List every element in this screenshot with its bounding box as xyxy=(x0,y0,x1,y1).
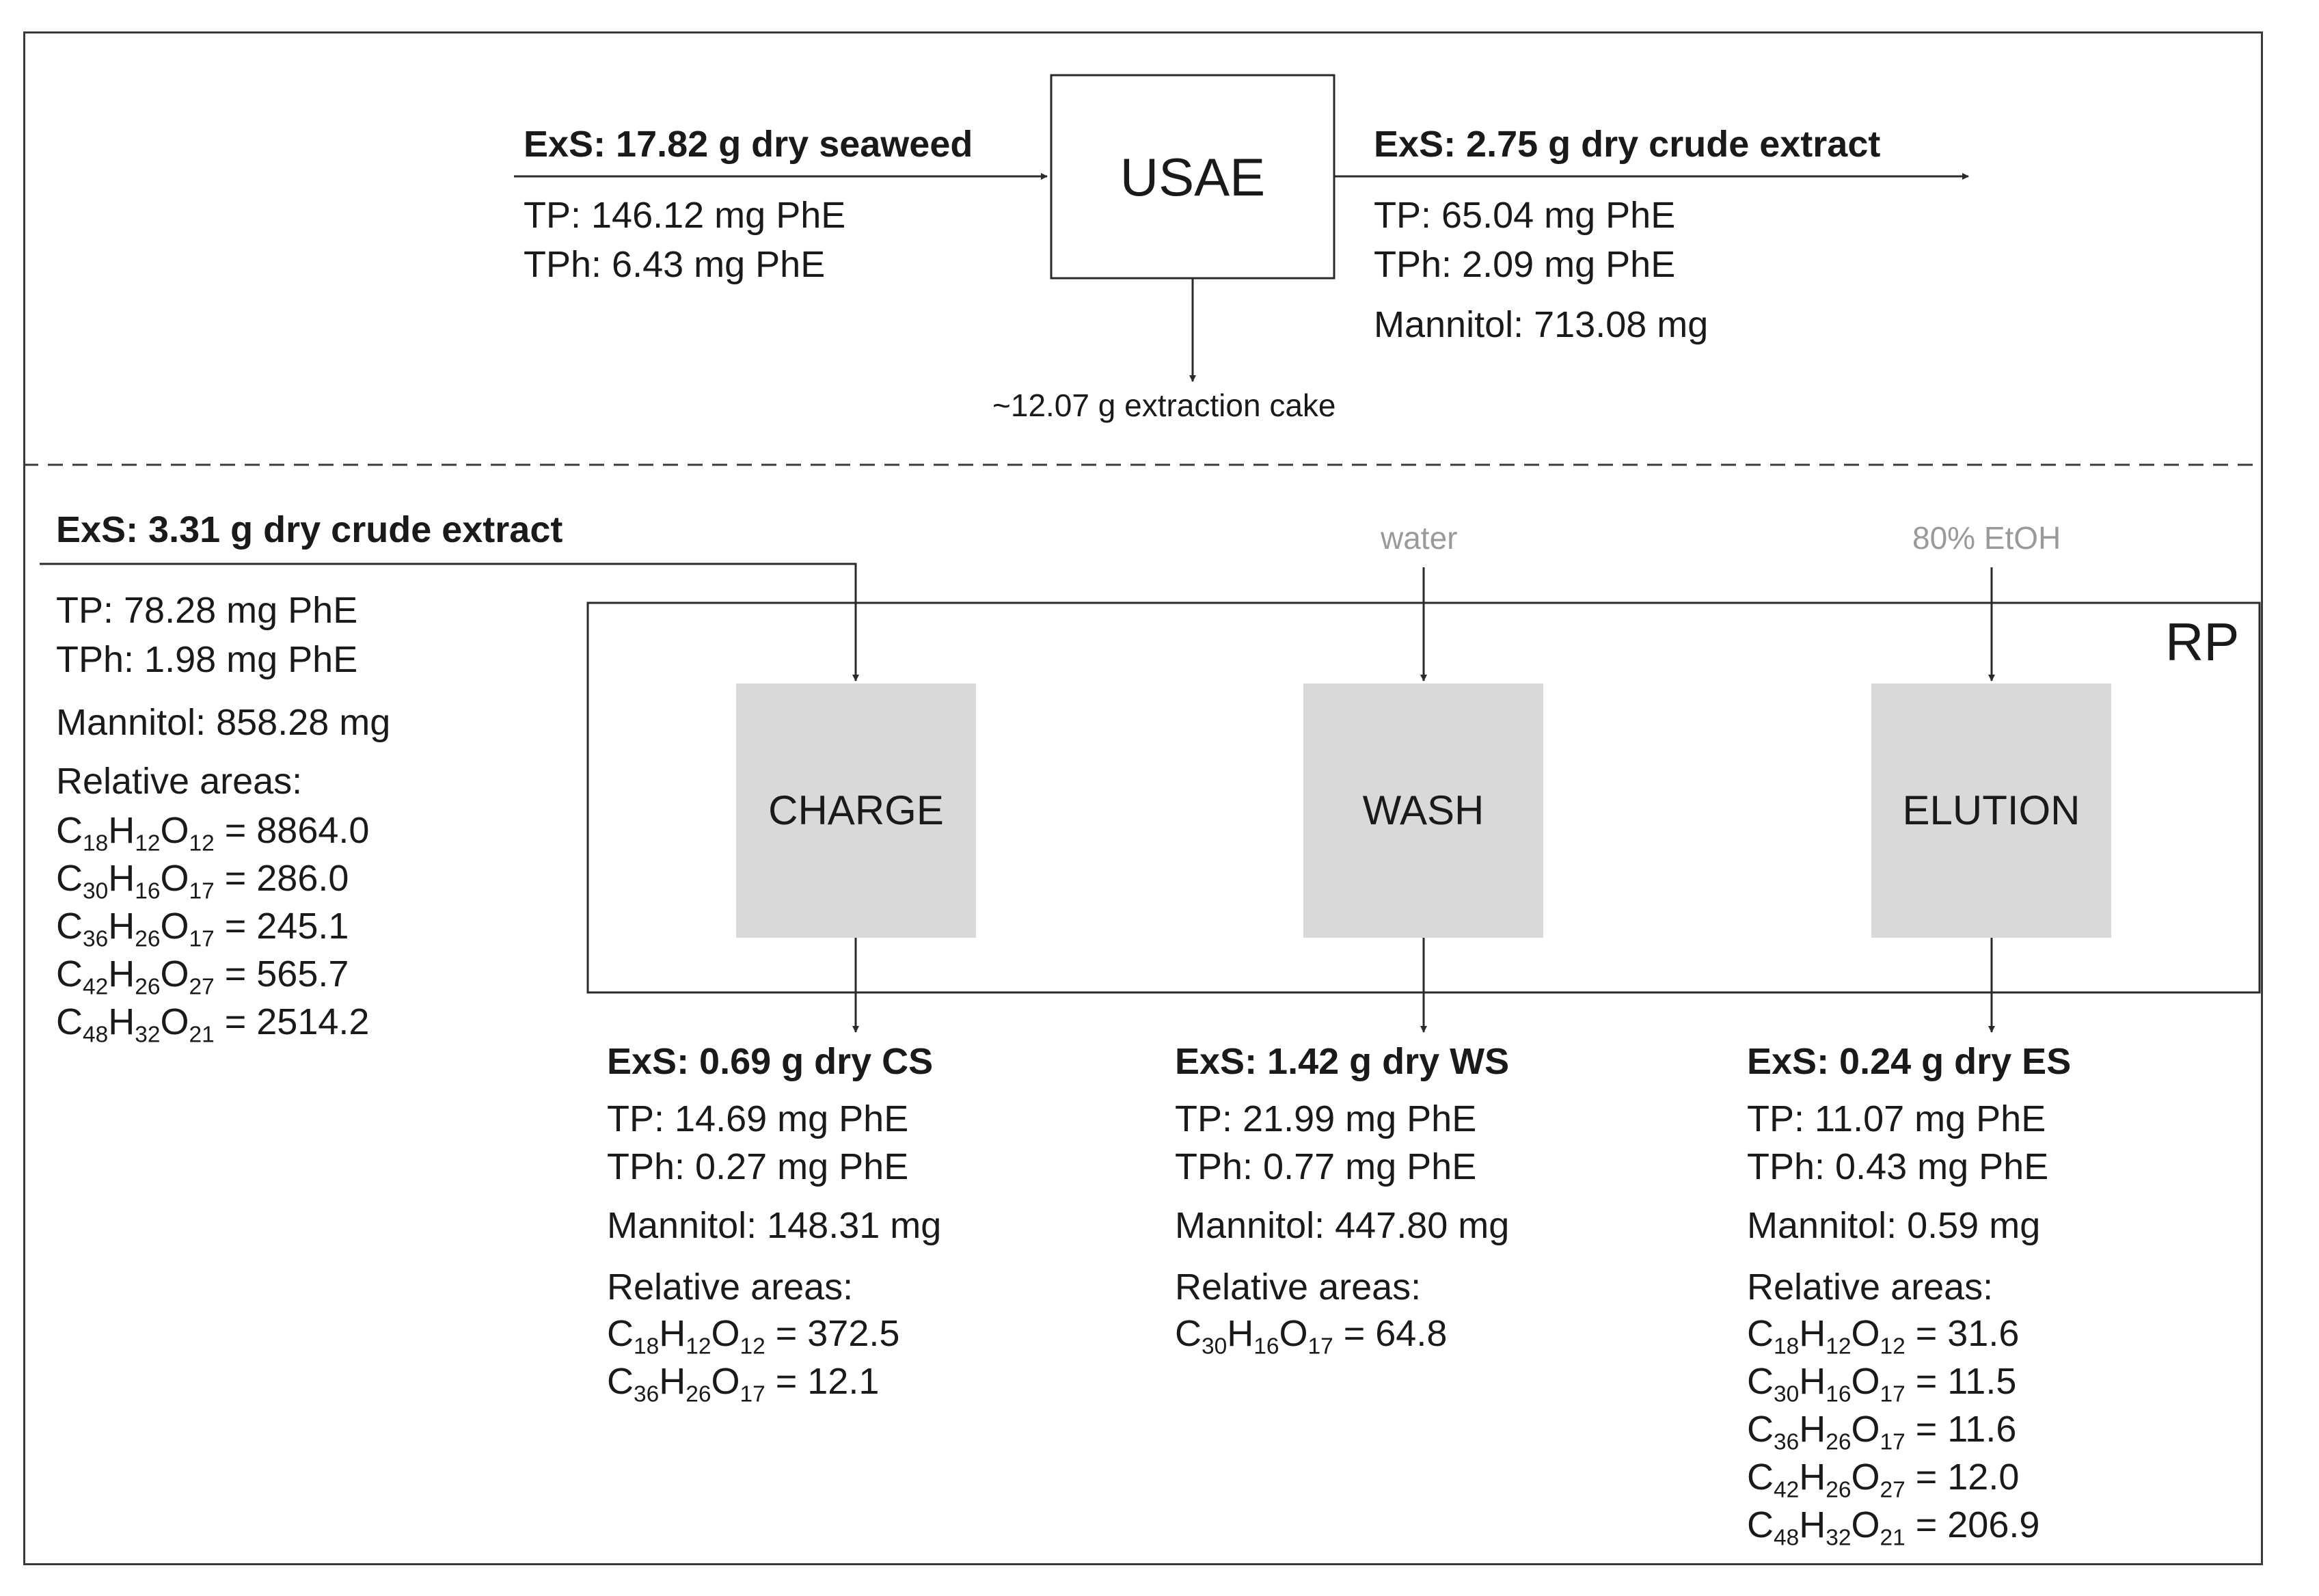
es-exs: ExS: 0.24 g dry ES xyxy=(1747,1041,2072,1082)
wash-box xyxy=(1303,684,1543,938)
usae-input-exs: ExS: 17.82 g dry seaweed xyxy=(524,124,973,165)
relative-area-row: C18H12O12 = 372.5 xyxy=(607,1313,900,1360)
ws-tp: TP: 21.99 mg PhE xyxy=(1175,1098,1477,1139)
usae-box xyxy=(1050,74,1335,280)
es-tph: TPh: 0.43 mg PhE xyxy=(1747,1146,2049,1187)
usae-output-tph: TPh: 2.09 mg PhE xyxy=(1374,244,1676,285)
elution-label: ELUTION xyxy=(1902,787,2080,833)
usae-output-exs: ExS: 2.75 g dry crude extract xyxy=(1374,124,1881,165)
cs-tph: TPh: 0.27 mg PhE xyxy=(607,1146,909,1187)
water-label: water xyxy=(1381,520,1458,556)
relative-area-row: C48H32O21 = 2514.2 xyxy=(56,1001,370,1048)
etoh-label: 80% EtOH xyxy=(1912,520,2061,556)
usae-input-tph: TPh: 6.43 mg PhE xyxy=(524,244,826,285)
cs-areas-title: Relative areas: xyxy=(607,1267,854,1308)
relative-area-row: C18H12O12 = 8864.0 xyxy=(56,810,370,856)
feed-mannitol: Mannitol: 858.28 mg xyxy=(56,702,391,743)
relative-area-row: C42H26O27 = 12.0 xyxy=(1747,1457,2020,1503)
extraction-cake-label: ~12.07 g extraction cake xyxy=(992,388,1336,423)
relative-area-row: C36H26O17 = 11.6 xyxy=(1747,1409,2017,1455)
usae-label: USAE xyxy=(1120,147,1266,207)
usae-input-tp: TP: 146.12 mg PhE xyxy=(524,195,846,236)
relative-area-row: C48H32O21 = 206.9 xyxy=(1747,1504,2040,1551)
elution-box xyxy=(1871,684,2111,938)
feed-tph: TPh: 1.98 mg PhE xyxy=(56,639,358,680)
charge-box xyxy=(736,684,976,938)
feed-arrow xyxy=(40,563,859,681)
ws-areas-title: Relative areas: xyxy=(1175,1267,1422,1308)
diagram-frame xyxy=(23,31,2263,1565)
usae-output-mannitol: Mannitol: 713.08 mg xyxy=(1374,304,1709,345)
cs-tp: TP: 14.69 mg PhE xyxy=(607,1098,909,1139)
cs-exs: ExS: 0.69 g dry CS xyxy=(607,1041,934,1082)
cs-mannitol: Mannitol: 148.31 mg xyxy=(607,1205,942,1246)
relative-area-row: C30H16O17 = 286.0 xyxy=(56,858,349,904)
es-mannitol: Mannitol: 0.59 mg xyxy=(1747,1205,2041,1246)
relative-area-row: C36H26O17 = 12.1 xyxy=(607,1361,880,1407)
feed-areas-title: Relative areas: xyxy=(56,761,303,802)
es-areas-title: Relative areas: xyxy=(1747,1267,1994,1308)
es-tp: TP: 11.07 mg PhE xyxy=(1747,1098,2046,1139)
ws-tph: TPh: 0.77 mg PhE xyxy=(1175,1146,1477,1187)
relative-area-row: C36H26O17 = 245.1 xyxy=(56,906,349,952)
wash-label: WASH xyxy=(1362,787,1484,833)
feed-exs: ExS: 3.31 g dry crude extract xyxy=(56,509,563,550)
ws-exs: ExS: 1.42 g dry WS xyxy=(1175,1041,1510,1082)
relative-area-row: C30H16O17 = 64.8 xyxy=(1175,1313,1448,1360)
ws-mannitol: Mannitol: 447.80 mg xyxy=(1175,1205,1510,1246)
feed-tp: TP: 78.28 mg PhE xyxy=(56,590,358,631)
relative-area-row: C18H12O12 = 31.6 xyxy=(1747,1313,2020,1360)
rp-label: RP xyxy=(2165,612,2240,672)
charge-label: CHARGE xyxy=(768,787,944,833)
relative-area-row: C42H26O27 = 565.7 xyxy=(56,953,349,1000)
usae-output-tp: TP: 65.04 mg PhE xyxy=(1374,195,1676,236)
relative-area-row: C30H16O17 = 11.5 xyxy=(1747,1361,2017,1407)
